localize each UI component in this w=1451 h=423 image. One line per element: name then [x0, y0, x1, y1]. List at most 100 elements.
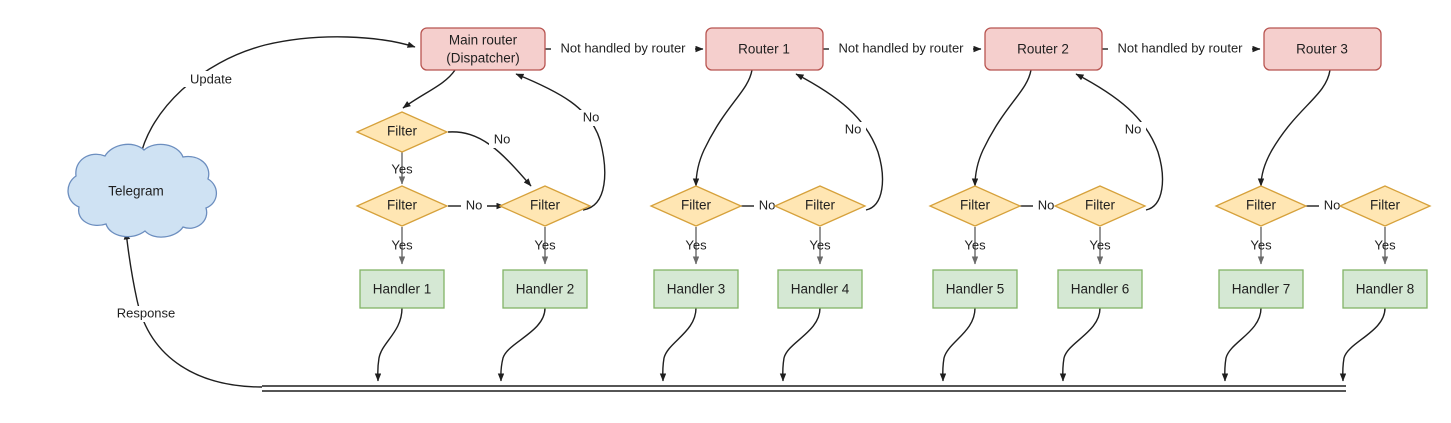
edge-label-response: Response	[117, 305, 176, 320]
filter-a1-diamond	[355, 111, 449, 153]
node-handler-8[interactable]: Handler 8	[1342, 269, 1428, 309]
edge-handler-5-to-bus	[939, 307, 976, 382]
node-main-router[interactable]: Main router (Dispatcher)	[420, 27, 546, 71]
filter-d2-diamond	[1338, 185, 1432, 227]
edge-label-no-4: No	[845, 121, 862, 136]
edge-filter-c2-no-return	[1075, 73, 1164, 211]
edge-label-update: Update	[190, 71, 232, 86]
edge-filter-b2-no-return	[795, 73, 884, 211]
node-router-2[interactable]: Router 2	[984, 27, 1103, 71]
filter-c1-label: Filter	[960, 198, 991, 213]
filter-b2-diamond	[773, 185, 867, 227]
filter-b2-label: Filter	[805, 198, 836, 213]
label-bg-no-7	[1033, 198, 1059, 214]
router-1-box	[705, 27, 824, 71]
main-router-box	[420, 27, 546, 71]
handler-4-box	[777, 269, 863, 309]
node-handler-4[interactable]: Handler 4	[777, 269, 863, 309]
node-filter-a3[interactable]: Filter	[498, 185, 592, 227]
node-handler-6[interactable]: Handler 6	[1057, 269, 1143, 309]
edge-handler-8-to-bus	[1339, 307, 1386, 382]
handler-8-label: Handler 8	[1356, 282, 1415, 297]
node-telegram-cloud[interactable]: Telegram	[67, 143, 218, 238]
filter-a2-diamond	[355, 185, 449, 227]
edge-label-not-handled-3: Not handled by router	[1117, 40, 1243, 55]
handler-6-label: Handler 6	[1071, 282, 1130, 297]
handler-5-label: Handler 5	[946, 282, 1005, 297]
edge-label-no-3: No	[466, 197, 483, 212]
router-3-box	[1263, 27, 1382, 71]
main-router-label-line1: Main router	[449, 33, 518, 48]
label-bg-no-2	[578, 110, 604, 126]
label-bg-nh3	[1108, 41, 1252, 57]
node-filter-d1[interactable]: Filter	[1214, 185, 1308, 227]
filter-d2-label: Filter	[1370, 198, 1401, 213]
edge-router1-to-filter-b1	[692, 69, 753, 187]
handler-4-label: Handler 4	[791, 282, 850, 297]
node-filter-a1[interactable]: Filter	[355, 111, 449, 153]
handler-8-box	[1342, 269, 1428, 309]
node-handler-7[interactable]: Handler 7	[1218, 269, 1304, 309]
label-bg-no-1	[489, 132, 515, 148]
edge-handler-2-to-bus	[497, 307, 546, 382]
edge-label-yes-7: Yes	[1089, 237, 1111, 252]
edge-handler-7-to-bus	[1221, 307, 1262, 382]
edge-label-no-7: No	[1038, 197, 1055, 212]
edge-label-yes-9: Yes	[1374, 237, 1396, 252]
edge-label-yes-2: Yes	[391, 237, 413, 252]
router-2-box	[984, 27, 1103, 71]
main-router-label-line2: (Dispatcher)	[446, 51, 520, 66]
edge-router2-to-filter-c1	[971, 69, 1032, 187]
edge-handler-1-to-bus	[374, 307, 403, 382]
edge-router3-to-filter-d1	[1257, 69, 1331, 187]
edge-label-no-1: No	[494, 131, 511, 146]
router-1-label: Router 1	[738, 42, 790, 57]
handler-1-label: Handler 1	[373, 282, 432, 297]
node-filter-b1[interactable]: Filter	[649, 185, 743, 227]
edge-handler-4-to-bus	[779, 307, 821, 382]
label-bg-no-4	[840, 122, 866, 138]
node-handler-3[interactable]: Handler 3	[653, 269, 739, 309]
label-bg-update	[178, 71, 244, 87]
filter-c1-diamond	[928, 185, 1022, 227]
filter-a1-label: Filter	[387, 124, 418, 139]
edge-label-no-8: No	[1324, 197, 1341, 212]
node-filter-c1[interactable]: Filter	[928, 185, 1022, 227]
label-bg-nh1	[551, 41, 695, 57]
handler-3-box	[653, 269, 739, 309]
label-bg-no-6	[1120, 122, 1146, 138]
edge-label-no-5: No	[759, 197, 776, 212]
edge-label-no-6: No	[1125, 121, 1142, 136]
edge-label-yes-5: Yes	[809, 237, 831, 252]
node-router-3[interactable]: Router 3	[1263, 27, 1382, 71]
handler-7-box	[1218, 269, 1304, 309]
handler-5-box	[932, 269, 1018, 309]
node-handler-2[interactable]: Handler 2	[502, 269, 588, 309]
filter-d1-label: Filter	[1246, 198, 1277, 213]
edge-label-yes-1: Yes	[391, 161, 413, 176]
label-bg-no-3	[461, 198, 487, 214]
filter-a2-label: Filter	[387, 198, 418, 213]
node-filter-c2[interactable]: Filter	[1053, 185, 1147, 227]
handler-6-box	[1057, 269, 1143, 309]
node-filter-b2[interactable]: Filter	[773, 185, 867, 227]
edge-label-yes-3: Yes	[534, 237, 556, 252]
edge-label-not-handled-1: Not handled by router	[560, 40, 686, 55]
edge-label-yes-8: Yes	[1250, 237, 1272, 252]
node-router-1[interactable]: Router 1	[705, 27, 824, 71]
filter-c2-label: Filter	[1085, 198, 1116, 213]
filter-a3-label: Filter	[530, 198, 561, 213]
edge-handler-6-to-bus	[1059, 307, 1101, 382]
node-handler-1[interactable]: Handler 1	[359, 269, 445, 309]
filter-c2-diamond	[1053, 185, 1147, 227]
node-filter-d2[interactable]: Filter	[1338, 185, 1432, 227]
telegram-label: Telegram	[108, 184, 164, 199]
label-bg-no-8	[1319, 198, 1345, 214]
handler-7-label: Handler 7	[1232, 282, 1291, 297]
handler-3-label: Handler 3	[667, 282, 726, 297]
router-3-label: Router 3	[1296, 42, 1348, 57]
node-filter-a2[interactable]: Filter	[355, 185, 449, 227]
node-handler-5[interactable]: Handler 5	[932, 269, 1018, 309]
